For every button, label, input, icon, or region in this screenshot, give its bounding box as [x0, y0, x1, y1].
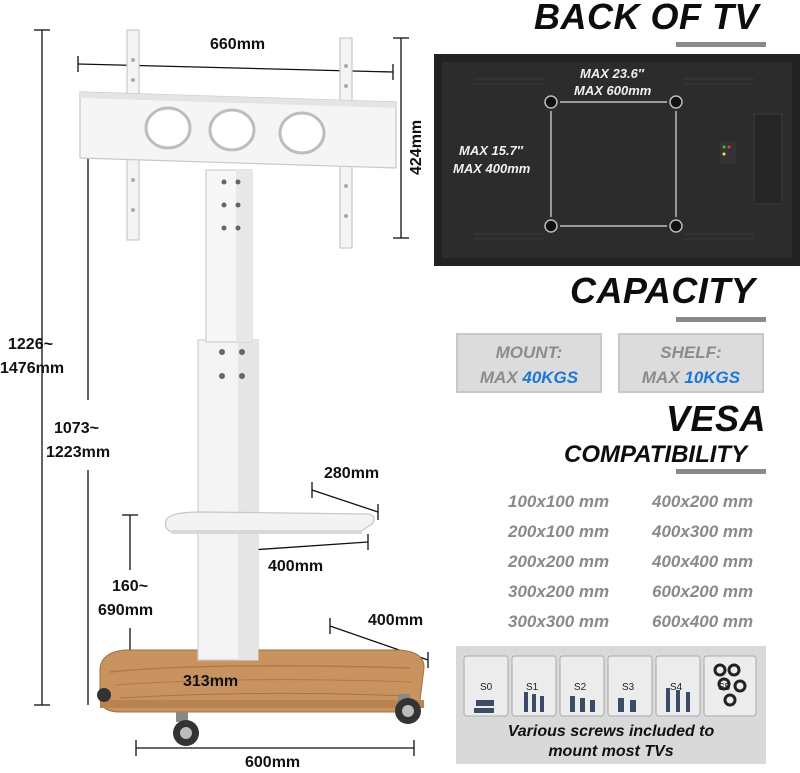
mount-capacity-label: MOUNT: [495, 343, 563, 362]
vesa-size-item: 200x200 mm [508, 552, 610, 571]
screw-bag-label: S1 [526, 682, 539, 693]
screw-bag-label: S0 [480, 682, 493, 693]
base-depth-label: 400mm [368, 612, 424, 629]
glass-shelf [165, 511, 375, 534]
screw-bags-image [463, 655, 757, 717]
vesa-subtitle: COMPATIBILITY [564, 441, 748, 468]
mount-height-label: 424mm [408, 119, 425, 175]
total-height-label-line2: 1476mm [0, 360, 65, 377]
shelf-height-label-line1: 160~ [112, 578, 149, 595]
tv-max-height-line1: MAX 15.7″ [459, 143, 524, 158]
column-height-label-line2: 1223mm [46, 444, 111, 461]
screw-bag-label: S3 [622, 682, 635, 693]
screws-caption-line2: mount most TVs [548, 743, 674, 760]
shelf-capacity-value: 10KGS [684, 368, 741, 387]
vesa-sizes-right: 400x200 mm 400x300 mm 400x400 mm 600x200… [652, 492, 753, 642]
shelf-capacity-prefix: MAX [641, 368, 685, 387]
vesa-size-item: 200x100 mm [508, 522, 610, 541]
base-inner-label: 313mm [183, 673, 239, 690]
shelf-depth-label: 280mm [324, 465, 380, 482]
vesa-size-item: 400x300 mm [652, 522, 754, 541]
screw-bag-label: S2 [574, 682, 587, 693]
vesa-underline [676, 469, 766, 474]
vesa-size-item: 600x200 mm [652, 582, 754, 601]
mount-bracket [79, 29, 397, 249]
mount-capacity-prefix: MAX [479, 368, 523, 387]
screws-caption-line1: Various screws included to [507, 723, 715, 740]
tv-back-diagram [434, 54, 800, 266]
tv-max-width-line2: MAX 600mm [574, 83, 652, 98]
vesa-size-item: 400x400 mm [652, 552, 754, 571]
capacity-title: CAPACITY [570, 270, 756, 311]
column [197, 169, 259, 661]
caster-wheels [97, 688, 421, 746]
vesa-sizes-left: 100x100 mm 200x100 mm 200x200 mm 300x200… [508, 492, 609, 642]
tv-stand-illustration [34, 29, 429, 756]
vesa-size-item: 100x100 mm [508, 492, 610, 511]
total-height-label-line1: 1226~ [8, 336, 53, 353]
capacity-underline [676, 317, 766, 322]
back-of-tv-underline [676, 42, 766, 47]
screw-bag-label: S5 [718, 682, 731, 693]
wooden-base [99, 649, 425, 713]
column-height-label-line1: 1073~ [54, 420, 99, 437]
screws-panel: S0 S1 S2 S3 S4 S5 Various screws include… [456, 646, 766, 764]
mount-width-label: 660mm [210, 36, 266, 53]
mount-capacity-box: MOUNT: MAX 40KGS [456, 333, 602, 393]
vesa-size-item: 300x200 mm [508, 582, 610, 601]
vesa-size-item: 600x400 mm [652, 612, 754, 631]
back-of-tv-title: BACK OF TV [534, 0, 759, 37]
shelf-height-label-line2: 690mm [98, 602, 154, 619]
vesa-size-item: 400x200 mm [652, 492, 754, 511]
shelf-width-label: 400mm [268, 558, 324, 575]
shelf-capacity-label: SHELF: [660, 343, 722, 362]
vesa-size-item: 300x300 mm [508, 612, 610, 631]
tv-max-width-line1: MAX 23.6″ [580, 66, 645, 81]
tv-max-height-line2: MAX 400mm [453, 161, 531, 176]
vesa-title: VESA [666, 398, 767, 439]
screw-bag-label: S4 [670, 682, 683, 693]
base-width-label: 600mm [245, 754, 301, 771]
mount-capacity-value: 40KGS [522, 368, 579, 387]
shelf-capacity-box: SHELF: MAX 10KGS [618, 333, 764, 393]
